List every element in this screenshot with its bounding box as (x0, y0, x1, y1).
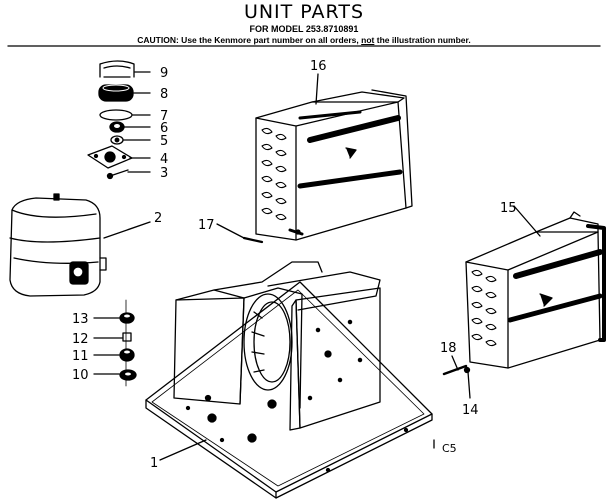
callout-labels: 9 8 7 6 5 4 3 2 16 17 15 18 14 13 12 11 … (72, 59, 517, 471)
callout-16: 16 (310, 59, 327, 74)
part-8-pad (98, 84, 134, 102)
small-parts-lower-group (93, 299, 137, 387)
part-10-washer (119, 369, 137, 381)
part-16-evaporator-coil (255, 89, 413, 241)
part-2-compressor (9, 193, 107, 297)
diagram-title: UNIT PARTS (243, 1, 365, 23)
leader-15 (513, 205, 541, 237)
part-12-spacer (122, 332, 132, 342)
callout-12: 12 (72, 332, 89, 347)
callout-17: 17 (198, 218, 215, 233)
caution-note: CAUTION: Use the Kenmore part number on … (0, 35, 608, 45)
callout-1: 1 (150, 456, 158, 471)
callout-18: 18 (440, 341, 457, 356)
callout-13: 13 (72, 312, 89, 327)
callout-5: 5 (160, 134, 168, 149)
part-5-washer (110, 135, 124, 145)
caution-not: not (361, 35, 375, 45)
model-line: FOR MODEL 253.8710891 (249, 24, 359, 34)
callout-7: 7 (160, 109, 168, 124)
part-11-nut (119, 348, 135, 362)
callout-9: 9 (160, 66, 168, 81)
part-14-screw (463, 366, 471, 374)
part-9-clip (99, 60, 135, 78)
callout-6: 6 (160, 121, 168, 136)
caution-suffix: the illustration number. (376, 35, 471, 45)
caution-prefix: CAUTION: Use the Kenmore part number on … (137, 35, 359, 45)
callout-11: 11 (72, 349, 89, 364)
small-parts-group (87, 60, 151, 180)
leader-1 (159, 439, 207, 461)
callout-15: 15 (500, 201, 517, 216)
part-15-condenser-coil (465, 211, 606, 369)
part-4-mount (87, 145, 133, 169)
callout-8: 8 (160, 87, 168, 102)
part-17-screw (242, 236, 264, 244)
leader-17 (216, 223, 245, 239)
leader-14 (467, 371, 471, 399)
leader-18 (451, 355, 459, 371)
callout-14: 14 (462, 403, 479, 418)
leader-16 (315, 73, 319, 105)
callout-2: 2 (154, 211, 162, 226)
part-1-base-pan (145, 261, 433, 499)
callout-4: 4 (160, 152, 168, 167)
callout-3: 3 (160, 166, 168, 181)
part-13-grommet (119, 312, 135, 324)
part-18-wire (442, 364, 468, 376)
part-3-screw (106, 169, 129, 180)
leader-2 (103, 221, 151, 239)
mount-studs (204, 394, 277, 443)
part-7-ring (99, 109, 133, 121)
diagram-code: C5 (442, 442, 457, 455)
part-6-nut (109, 121, 125, 133)
callout-10: 10 (72, 368, 89, 383)
